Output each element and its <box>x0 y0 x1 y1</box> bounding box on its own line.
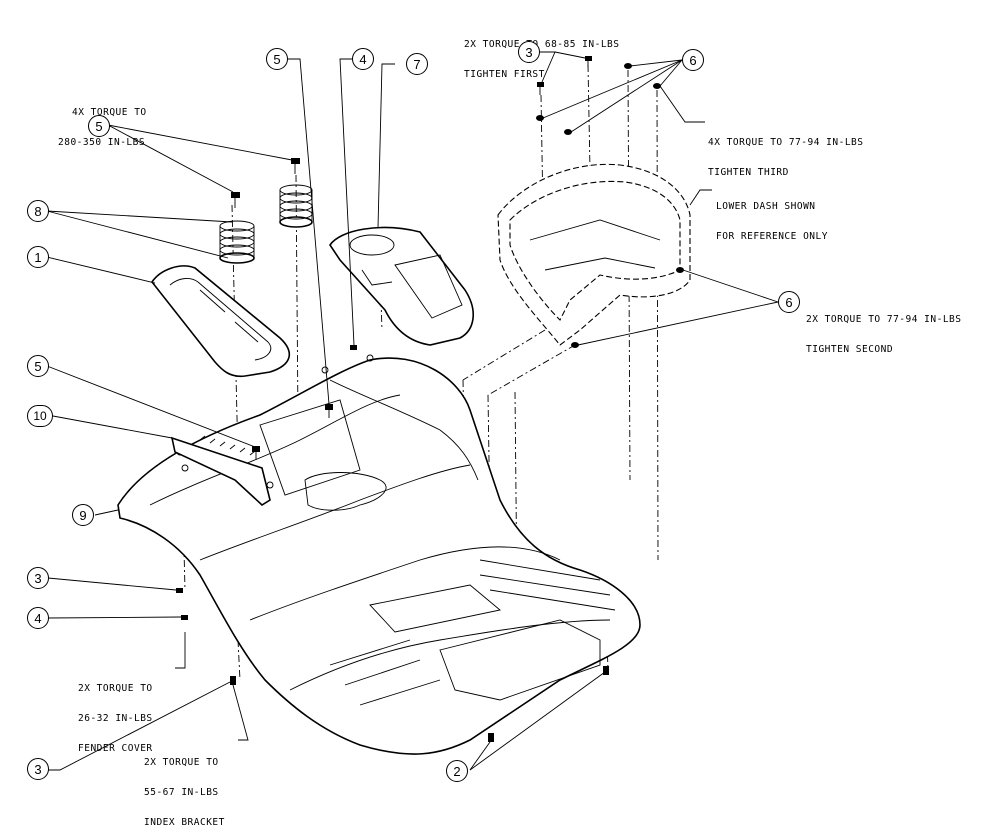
screw-6-a <box>624 63 632 69</box>
lower-dash <box>497 163 691 346</box>
callout-7: 7 <box>406 53 428 75</box>
screw-5-d <box>252 446 260 460</box>
fasteners <box>176 56 684 742</box>
screw-3-bottom <box>230 676 236 685</box>
callout-4-left: 4 <box>27 607 49 629</box>
screw-5-a <box>231 192 240 208</box>
index-bracket <box>170 435 271 507</box>
screw-5-b <box>291 158 300 174</box>
callout-5-top: 5 <box>266 48 288 70</box>
callout-5-left: 5 <box>88 115 110 137</box>
screw-2-a <box>603 666 609 675</box>
screw-6-c <box>536 115 544 121</box>
leader-lines <box>45 51 779 771</box>
screw-2-b <box>488 733 494 742</box>
note-index-bracket: 2X TORQUE TO 55-67 IN-LBS INDEX BRACKET <box>144 757 225 828</box>
callout-3-top: 3 <box>518 41 540 63</box>
note-fender-cover: 2X TORQUE TO 26-32 IN-LBS FENDER COVER <box>78 683 153 754</box>
screw-6-e <box>676 267 684 273</box>
note-top-left: 4X TORQUE TO 280-350 IN-LBS <box>58 107 147 148</box>
screw-3-left <box>176 588 183 593</box>
callout-9: 9 <box>72 504 94 526</box>
callout-4-top: 4 <box>352 48 374 70</box>
note-right-third: 4X TORQUE TO 77-94 IN-LBS TIGHTEN THIRD <box>708 137 864 178</box>
note-lower-dash: LOWER DASH SHOWN FOR REFERENCE ONLY <box>716 201 828 242</box>
callout-5-mid: 5 <box>27 355 49 377</box>
callout-6-right: 6 <box>778 291 800 313</box>
callout-8: 8 <box>27 200 49 222</box>
screw-6-b <box>653 83 661 89</box>
callout-2: 2 <box>446 760 468 782</box>
screw-6-f <box>571 342 579 348</box>
screw-3-top-a <box>537 82 544 95</box>
note-right-second: 2X TORQUE TO 77-94 IN-LBS TIGHTEN SECOND <box>806 314 962 355</box>
screw-6-d <box>564 129 572 135</box>
callout-6-top: 6 <box>682 49 704 71</box>
fender-cover <box>151 265 291 378</box>
callout-3-left: 3 <box>27 567 49 589</box>
note-top-center: 2X TORQUE TO 68-85 IN-LBS TIGHTEN FIRST <box>464 39 620 80</box>
exploded-parts-diagram <box>45 51 779 771</box>
screw-4-left <box>181 615 188 620</box>
screw-3-top-b <box>585 56 592 67</box>
fender-deck <box>117 354 641 755</box>
console <box>329 226 474 346</box>
springs <box>219 184 313 264</box>
screw-5-c <box>325 404 333 418</box>
screw-4-top <box>350 345 357 350</box>
callout-1: 1 <box>27 246 49 268</box>
callout-10: 10 <box>27 405 53 427</box>
